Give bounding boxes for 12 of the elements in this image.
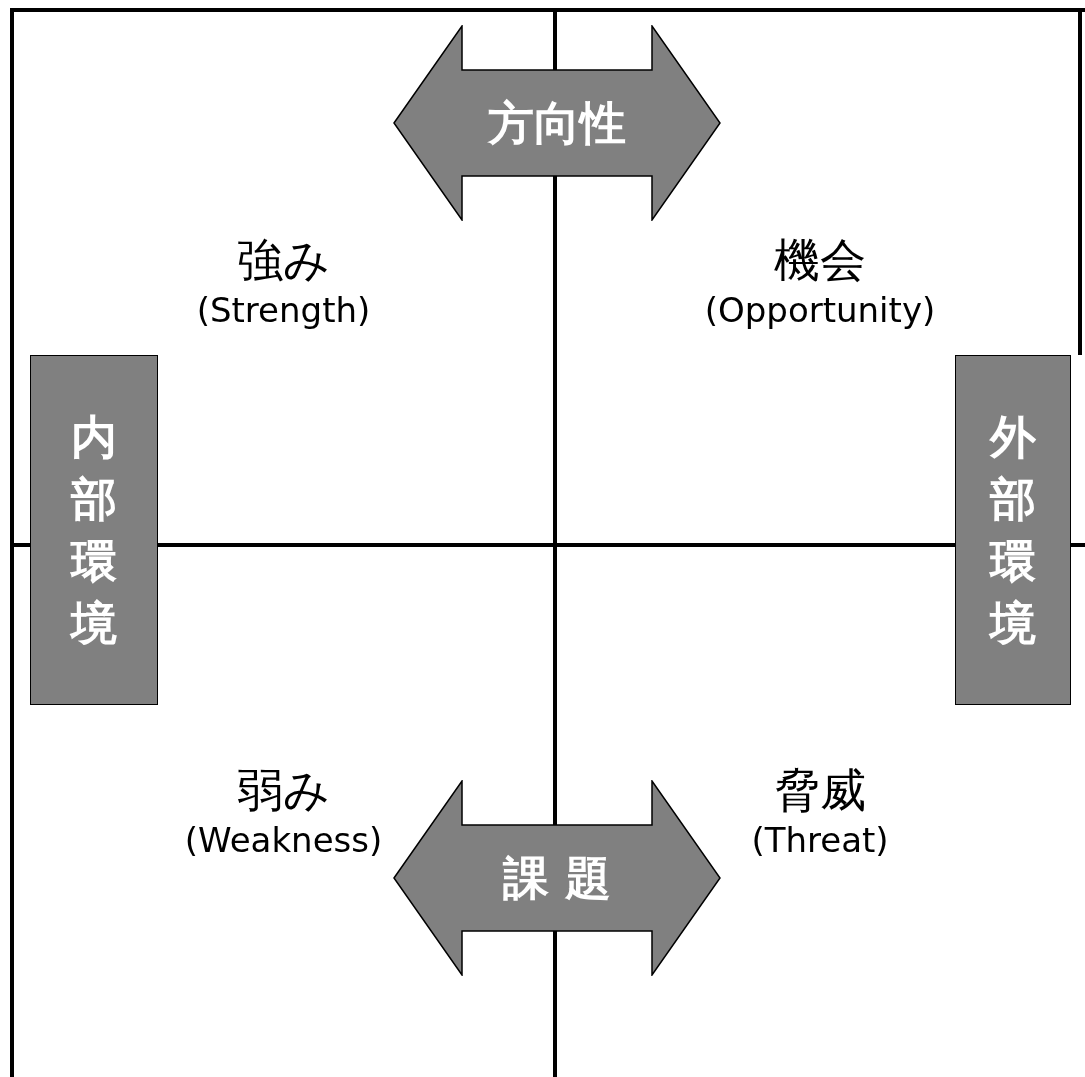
double-arrow-shape: 課 題 — [393, 780, 721, 976]
quadrant-subtitle: (Strength) — [195, 289, 372, 332]
quadrant-subtitle: (Threat) — [750, 819, 890, 862]
label-bar: 外部環境 — [955, 355, 1071, 705]
quadrant-subtitle: (Weakness) — [183, 819, 384, 862]
quadrant-heading: 機会 — [773, 232, 867, 288]
quadrant-subtitle: (Opportunity) — [703, 289, 937, 332]
quadrant-heading: 脅威 — [773, 762, 867, 818]
double-arrow-shape: 方向性 — [393, 25, 721, 221]
quadrant-heading: 強み — [236, 232, 331, 288]
label-bar: 内部環境 — [30, 355, 158, 705]
quadrant-heading: 弱み — [236, 762, 331, 818]
